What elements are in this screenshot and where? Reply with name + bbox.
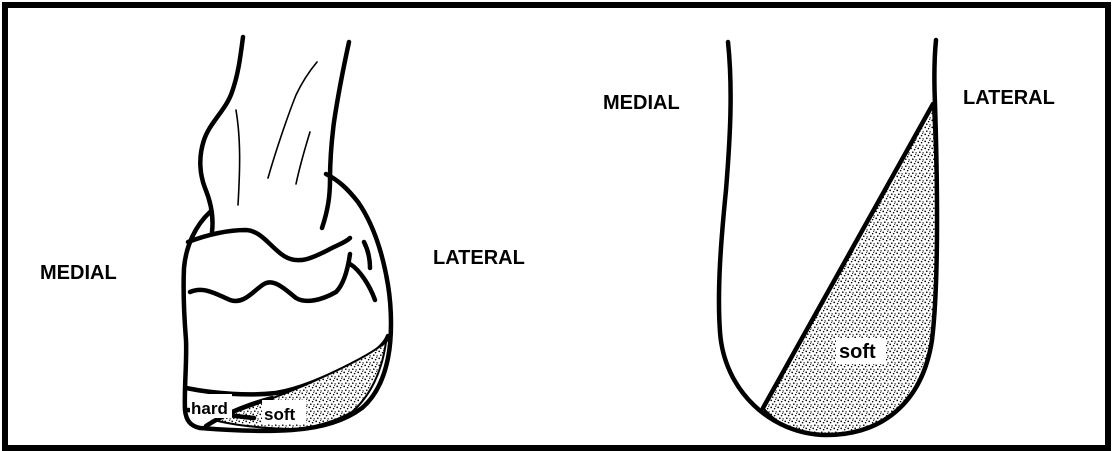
hard-label: hard bbox=[191, 399, 228, 418]
figure-border bbox=[5, 5, 1108, 448]
medial-label-left: MEDIAL bbox=[40, 262, 117, 284]
soft-region-shading-right bbox=[763, 104, 937, 435]
soft-label-right: soft bbox=[839, 341, 876, 363]
soft-label-left: soft bbox=[264, 405, 296, 424]
pastern-leg bbox=[200, 37, 349, 232]
hoof-rear-view: hard soft bbox=[184, 37, 391, 431]
medial-label-right: MEDIAL bbox=[603, 92, 680, 114]
lateral-label-right: LATERAL bbox=[963, 87, 1055, 109]
sole-u-view: soft bbox=[719, 40, 937, 435]
lateral-label-left: LATERAL bbox=[433, 247, 525, 269]
